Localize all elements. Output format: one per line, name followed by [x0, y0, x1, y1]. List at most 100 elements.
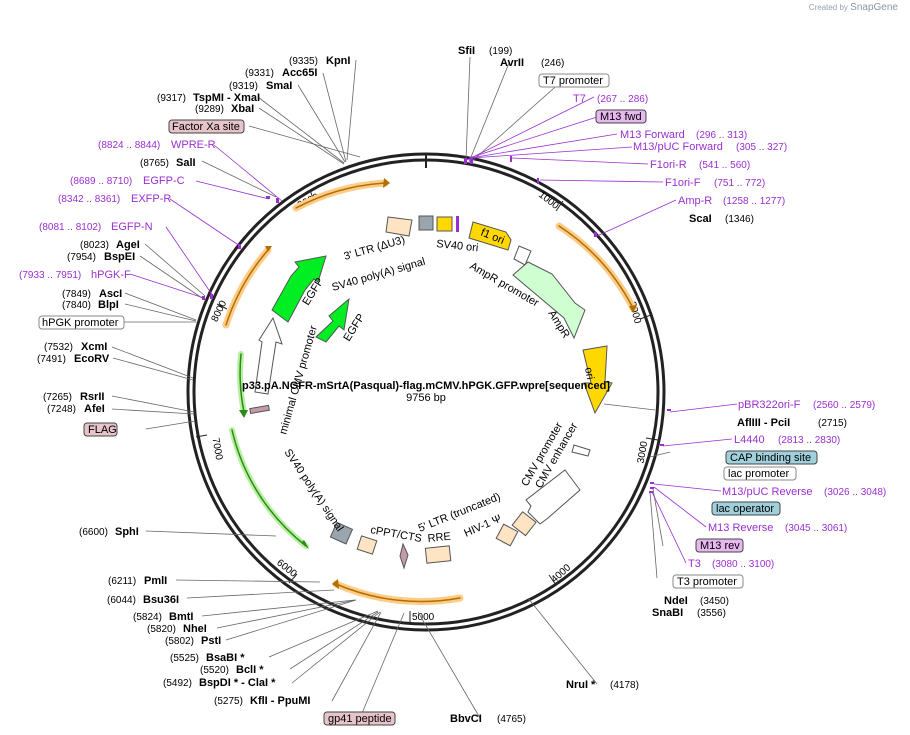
box-t7-promoter: T7 promoter: [538, 73, 610, 88]
enzyme-smai: SmaI: [266, 80, 292, 92]
svg-text:FLAG: FLAG: [88, 424, 117, 436]
enzyme-afliii-pcii: AflIII - PciI: [737, 417, 790, 429]
enzyme-avrii-pos: (246): [541, 58, 564, 69]
cmv-enhancer-arrow: [525, 469, 581, 525]
primer-t7-pos: (267 .. 286): [597, 94, 648, 105]
cmv-promoter-block: [571, 444, 591, 457]
tick-label-3000: 3000: [636, 440, 651, 464]
enzyme-sali-pos: (8765): [140, 158, 169, 169]
backbone: [186, 152, 666, 632]
enzyme-rsrii: RsrII: [80, 391, 104, 403]
enzyme-bsu36i-pos: (6044): [107, 595, 136, 606]
enzyme-blpi: BlpI: [98, 299, 119, 311]
enzyme-ndei: NdeI: [664, 595, 688, 607]
ori-arrow: [582, 345, 613, 415]
enzyme-bbvci-pos: (4765): [497, 714, 526, 725]
enzyme-nhei: NheI: [183, 623, 207, 635]
primer-m13-forward-pos: (296 .. 313): [696, 130, 747, 141]
box-m13-rev: M13 rev: [695, 538, 744, 553]
enzyme-bmti: BmtI: [169, 611, 193, 623]
ampr-arrow: [512, 261, 586, 340]
enzyme-sali: SalI: [176, 157, 196, 169]
label-3-ltr: 3' LTR (ΔU3): [343, 234, 407, 263]
enzyme-scai-pos: (1346): [725, 214, 754, 225]
tick-3000: 3000: [636, 437, 659, 464]
enzyme-bsu36i: Bsu36I: [143, 594, 179, 606]
primer-t7: T7: [573, 93, 586, 105]
box-gp41-peptide: gp41 peptide: [323, 711, 396, 726]
sv40-polya-block: [418, 215, 434, 231]
enzyme-kfli-ppumi-pos: (5275): [214, 696, 243, 707]
primer-amp-r-pos: (1258 .. 1277): [723, 196, 785, 207]
svg-text:lac operator: lac operator: [716, 503, 774, 515]
label-cppt-cts: cPPT/CTS: [369, 524, 422, 545]
plasmid-name: p33.pA.NGFR-mSrtA(Pasqual)-flag.mCMV.hPG…: [242, 380, 610, 392]
enzyme-sfii: SfiI: [458, 45, 475, 57]
tick-5000: 5000: [409, 611, 435, 623]
enzyme-nrui-pos: (4178): [610, 680, 639, 691]
enzyme-bsabi: BsaBI *: [206, 652, 245, 664]
enzyme-snabi-pos: (3556): [697, 608, 726, 619]
svg-text:T7 promoter: T7 promoter: [543, 75, 603, 87]
enzyme-kfli-ppumi: KflI - PpuMI: [250, 695, 311, 707]
primer-hpgk-f: hPGK-F: [91, 269, 131, 281]
enzyme-tspmi-xmai-pos: (9317): [157, 93, 186, 104]
primer-egfp-c-pos: (8689 .. 8710): [70, 176, 132, 187]
arc-arrowheads: [239, 178, 637, 589]
enzyme-xbai-pos: (9289): [195, 104, 224, 115]
label-ori: ori: [582, 366, 596, 380]
tick-7000: 7000: [195, 434, 225, 461]
enzyme-afei: AfeI: [84, 403, 105, 415]
enzyme-tspmi-xmai: TspMI - XmaI: [193, 92, 260, 104]
tick-label-7000: 7000: [210, 437, 225, 461]
primer-pbr322ori-f-pos: (2560 .. 2579): [813, 400, 875, 411]
enzyme-sphi: SphI: [115, 526, 139, 538]
box-hpgk-promoter: hPGK promoter: [38, 315, 125, 330]
enzyme-bspdi-clai: BspDI * - ClaI *: [199, 677, 276, 689]
primer-m13-reverse-pos: (3045 .. 3061): [785, 523, 847, 534]
enzyme-bmti-pos: (5824): [133, 612, 162, 623]
rre-block: [424, 545, 452, 564]
feature-boxes: T7 promoter M13 fwd CAP binding site lac…: [38, 73, 818, 726]
primer-f1ori-f-pos: (751 .. 772): [714, 178, 765, 189]
primer-m13-puc-reverse: M13/pUC Reverse: [722, 486, 812, 498]
label-rre: RRE: [427, 531, 451, 545]
primer-pbr322ori-f: pBR322ori-F: [738, 399, 801, 411]
primer-amp-r: Amp-R: [678, 195, 712, 207]
enzyme-ecorv-pos: (7491): [37, 354, 66, 365]
enzyme-acc65i: Acc65I: [282, 67, 317, 79]
primer-l4440: L4440: [734, 434, 765, 446]
enzyme-rsrii-pos: (7265): [43, 392, 72, 403]
svg-text:gp41 peptide: gp41 peptide: [328, 713, 392, 725]
enzyme-bspei: BspEI: [104, 251, 135, 263]
enzyme-afliii-pcii-pos: (2715): [818, 418, 847, 429]
primer-wpre-r: WPRE-R: [171, 139, 216, 151]
svg-text:lac promoter: lac promoter: [728, 468, 789, 480]
primer-t3-pos: (3080 .. 3100): [712, 559, 774, 570]
box-cap-binding-site: CAP binding site: [725, 450, 818, 465]
primer-labels: T7 (267 .. 286) M13 Forward (296 .. 313)…: [19, 93, 886, 570]
enzyme-agei: AgeI: [116, 239, 140, 251]
enzyme-kpni: KpnI: [326, 55, 350, 67]
enzyme-bsabi-pos: (5525): [170, 653, 199, 664]
inner-features: [249, 215, 613, 570]
enzyme-afei-pos: (7248): [47, 404, 76, 415]
box-flag: FLAG: [83, 422, 118, 437]
enzyme-nhei-pos: (5820): [147, 624, 176, 635]
enzyme-asci-pos: (7849): [62, 289, 91, 300]
minimal-cmv-arrow: [254, 316, 283, 395]
primer-m13-forward: M13 Forward: [620, 129, 685, 141]
enzyme-bcli: BclI *: [236, 664, 264, 676]
primer-f1ori-r-pos: (541 .. 560): [699, 160, 750, 171]
primer-m13-puc-forward: M13/pUC Forward: [633, 141, 723, 153]
leader-lines: [111, 56, 671, 719]
plasmid-length: 9756 bp: [406, 392, 446, 404]
enzyme-ecorv: EcoRV: [74, 353, 110, 365]
box-m13-fwd: M13 fwd: [595, 109, 647, 124]
enzyme-kpni-pos: (9335): [289, 56, 318, 67]
primer-egfp-n: EGFP-N: [111, 221, 153, 233]
enzyme-sfii-pos: (199): [489, 46, 512, 57]
primer-egfp-c: EGFP-C: [143, 175, 185, 187]
snapgene-logo-text: SnapGene: [850, 2, 898, 13]
